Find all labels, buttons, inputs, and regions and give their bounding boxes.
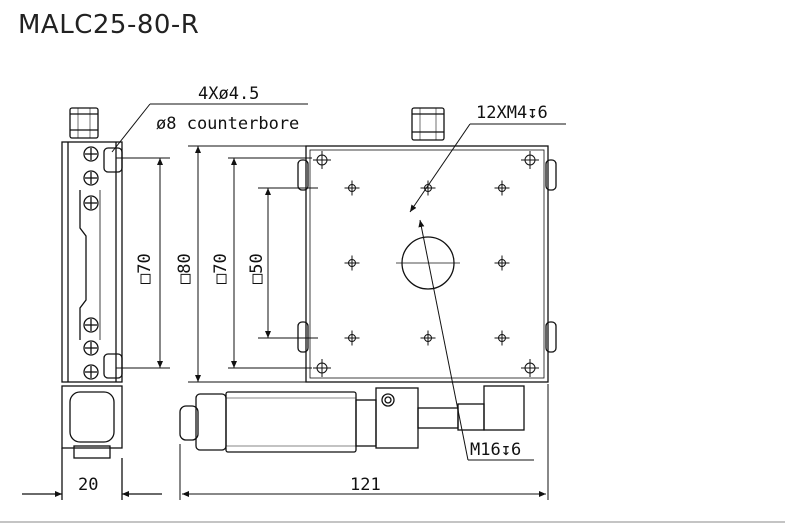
- side-body: [61, 141, 123, 383]
- dim-sq50: □50: [247, 253, 267, 284]
- top-lock-knob: [411, 107, 445, 141]
- drawing-title: MALC25-80-R: [18, 10, 200, 40]
- micrometer-thread-label: M16: [470, 440, 501, 460]
- side-view: [22, 107, 162, 500]
- micrometer-mount-block: [483, 385, 525, 431]
- micrometer: [179, 385, 525, 453]
- svg-text:12XM4↧6: 12XM4↧6: [476, 103, 548, 123]
- tapped-hole: [494, 255, 510, 271]
- tapped-hole: [344, 180, 360, 196]
- micrometer-depth-label: 6: [511, 440, 521, 460]
- top-view: [297, 107, 557, 383]
- stage-platform: [305, 145, 549, 383]
- svg-text:M16↧6: M16↧6: [470, 440, 521, 460]
- tapped-hole: [420, 180, 436, 196]
- dim-width-20: 20: [78, 475, 98, 495]
- counterbore-hole: [521, 151, 539, 169]
- dim-overall-121: 121: [350, 475, 381, 495]
- counterbore-hole: [313, 359, 331, 377]
- side-screws: [83, 146, 99, 380]
- tapped-hole: [344, 255, 360, 271]
- tapped-hole: [494, 330, 510, 346]
- tapped-depth-label: 6: [537, 103, 547, 123]
- dim-sq70-right: □70: [211, 253, 231, 284]
- vertical-dimensions: [116, 145, 318, 383]
- tapped-hole: [494, 180, 510, 196]
- counterbore-label: ø8 counterbore: [156, 114, 299, 134]
- micrometer-thimble-end: [179, 405, 199, 441]
- tapped-holes-label: 12XM4: [476, 103, 527, 123]
- hole-spec-label: 4Xø4.5: [198, 84, 259, 104]
- tapped-hole: [344, 330, 360, 346]
- side-micrometer-block: [61, 385, 123, 449]
- dim-sq80: □80: [175, 253, 195, 284]
- counterbore-hole: [521, 359, 539, 377]
- tapped-hole: [420, 330, 436, 346]
- tapped-holes: [313, 151, 539, 377]
- micrometer-barrel: [225, 391, 357, 453]
- side-lock-knob: [69, 107, 99, 139]
- counterbore-hole: [313, 151, 331, 169]
- dim-sq70-left: □70: [135, 253, 155, 284]
